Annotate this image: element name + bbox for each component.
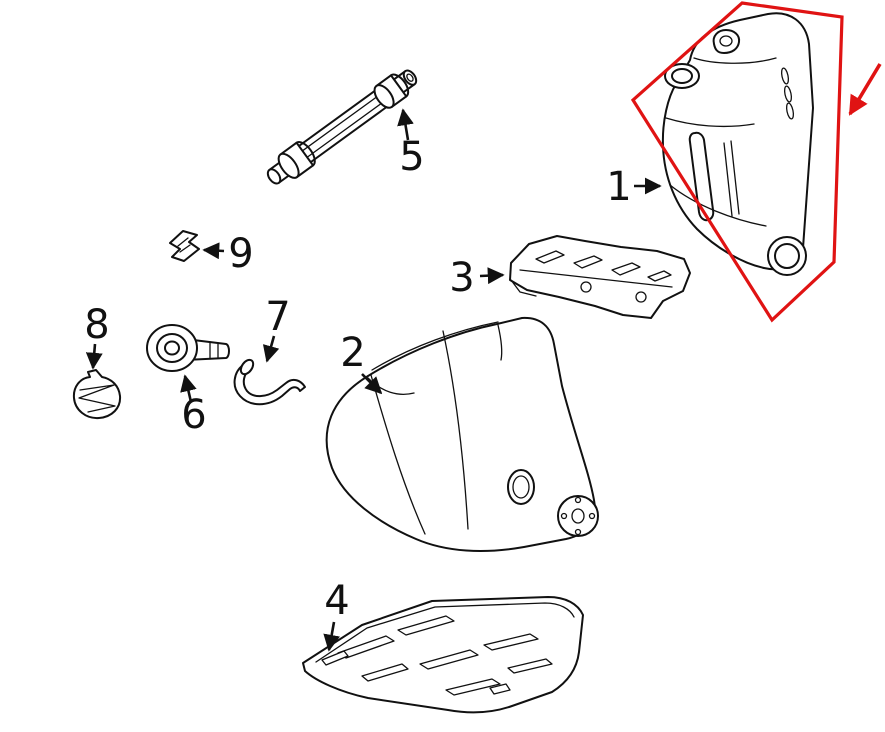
part-7-pointer-arrow [262,335,280,363]
part-3-pointer-arrow [479,267,505,285]
part-8-clip-drawing [72,369,122,420]
part-1-label: 1 [606,164,631,210]
part-3-bracket-drawing [509,235,691,319]
part-7-hose-drawing [233,358,306,406]
part-9-clip-drawing [169,230,200,262]
part-6-grommet-drawing [146,324,230,372]
part-2-cover-drawing [325,316,599,552]
part-8-pointer-arrow [85,343,103,370]
highlight-arrow [848,63,882,116]
part-4-pointer-arrow [323,621,340,652]
part-3-label: 3 [449,255,474,301]
part-5-pointer-arrow [397,108,414,141]
part-8-label: 8 [84,302,109,348]
part-7-label: 7 [265,294,290,340]
part-4-tray-drawing [302,596,584,714]
part-1-highlight-box [630,1,844,323]
part-5-label: 5 [399,134,424,180]
part-2-pointer-arrow [361,373,383,395]
part-9-pointer-arrow [202,242,225,260]
part-9-label: 9 [228,231,253,277]
part-5-tube-drawing [266,69,418,185]
part-4-label: 4 [324,578,349,624]
part-6-pointer-arrow [180,374,197,403]
part-6-label: 6 [181,392,206,438]
part-2-label: 2 [340,330,365,376]
